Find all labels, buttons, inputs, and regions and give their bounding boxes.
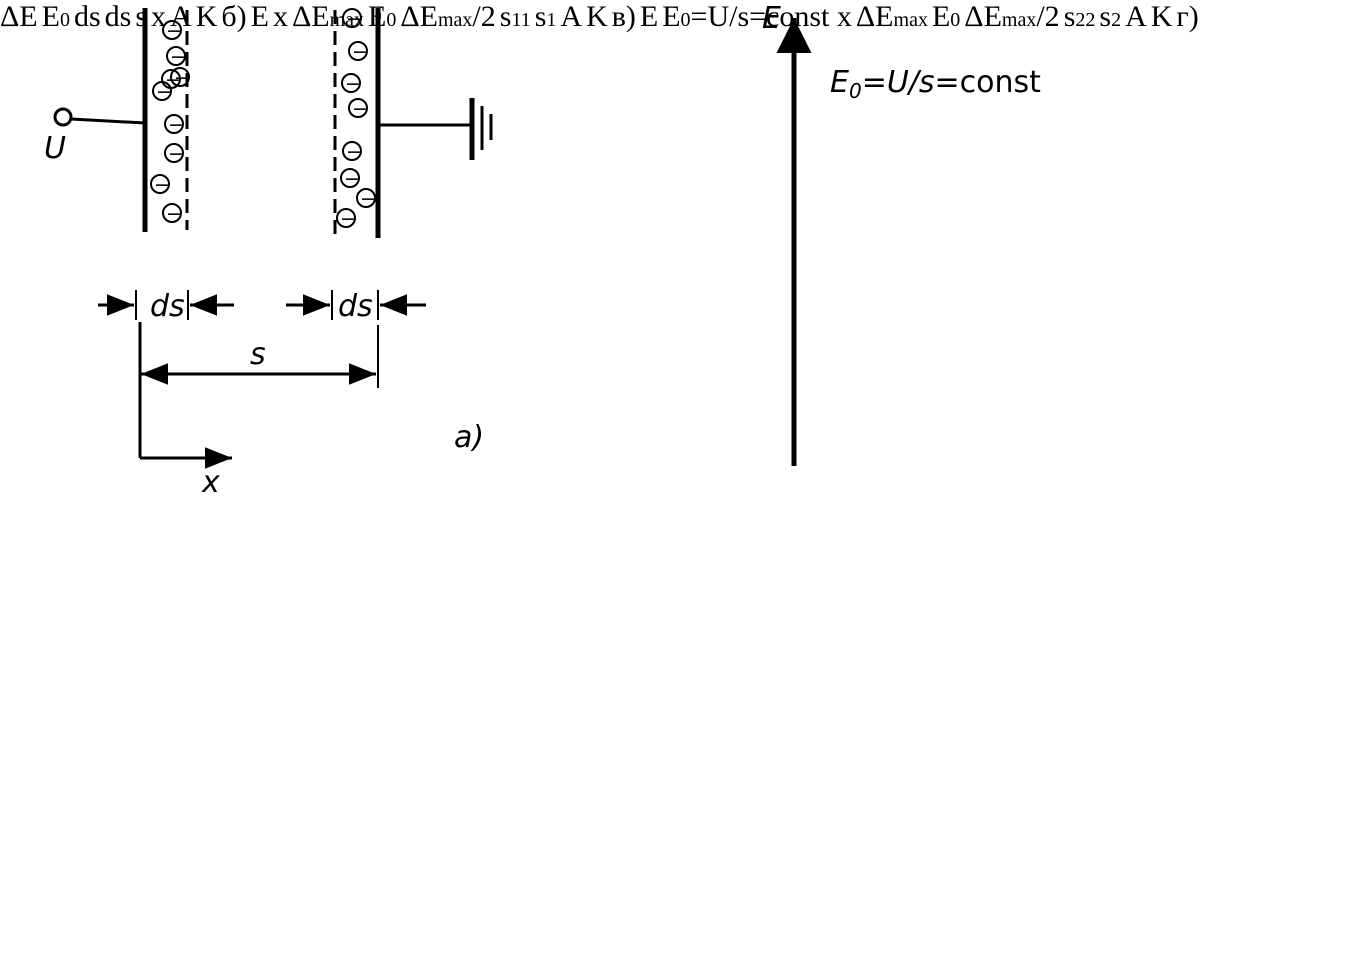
svg-text:−: − <box>156 81 172 103</box>
s-label: s <box>135 0 148 33</box>
s22-arrow: s22 s2 A K г) <box>1064 0 1199 33</box>
svg-text:−: − <box>340 208 356 230</box>
point-k-label: K <box>586 0 608 33</box>
svg-text:−: − <box>346 141 362 163</box>
s-label: s <box>250 337 266 372</box>
x-axis: x ΔEmax E0 ΔEmax/2 s11 s1 A K в) <box>273 0 640 33</box>
ds-label-right: ds <box>338 289 373 324</box>
negative-ions-right: − − − − − − − − <box>336 8 376 230</box>
svg-text:−: − <box>166 20 182 42</box>
point-a-label: A <box>560 0 583 33</box>
point-k-label: K <box>195 0 218 33</box>
e-axis: E E0=U/s=const x ΔEmax E0 ΔEmax/2 s22 s2… <box>640 0 1199 33</box>
voltage-label: U <box>44 131 66 166</box>
field-curve: ΔE E0 ds ds s x A K б) E x <box>0 0 1199 33</box>
field-line: ΔEmax E0 ΔEmax/2 s11 s1 A K в) <box>292 0 640 33</box>
panel-g: E E0=U/s=const x ΔEmax E0 ΔEmax/2 s22 s2… <box>640 0 1199 33</box>
svg-text:−: − <box>344 168 360 190</box>
ds-label-left: ds <box>150 289 185 324</box>
x-axis: x ΔEmax E0 ΔEmax/2 s22 s2 A K г) <box>837 0 1199 33</box>
svg-text:−: − <box>170 46 186 68</box>
panel-b-label: б) <box>221 0 247 33</box>
voltage-terminal <box>53 107 73 127</box>
e0-label: E0 <box>41 0 70 33</box>
svg-text:−: − <box>168 143 184 165</box>
hatched-region-upper: E E0=U/s=const x ΔEmax E0 ΔEmax/2 s22 s2… <box>640 0 1199 33</box>
s11-arrow: s11 s1 A K в) <box>500 0 640 33</box>
x-axis-label: x <box>201 465 220 500</box>
s2-arrow: s2 A K г) <box>1099 0 1198 33</box>
panel-a: U − − − − − − − − − − − − − − − − − <box>44 8 493 500</box>
svg-text:−: − <box>166 203 182 225</box>
negative-ions-left: − − − − − − − − − <box>150 20 190 225</box>
svg-text:−: − <box>168 114 184 136</box>
s11-label: s11 <box>499 0 531 33</box>
e0-label: E0 <box>931 0 961 33</box>
panel-v: E x ΔEmax E0 ΔEmax/2 s11 s1 A K в) <box>251 0 640 33</box>
ds-right-label: ds <box>104 0 132 33</box>
svg-text:−: − <box>174 67 190 89</box>
ground-icon <box>378 98 493 160</box>
x-axis-label: x <box>836 0 852 33</box>
panel-v-label: в) <box>611 0 636 33</box>
panel-b: E E0=U/s=const <box>762 1 1041 466</box>
panel-a-label: а) <box>454 420 484 455</box>
point-k-label: K <box>1150 0 1173 33</box>
s-dimension-arrow: s x A K б) E x ΔEmax E0 ΔEmax/2 <box>135 0 1199 33</box>
point-a-label: A <box>1125 0 1147 33</box>
e-axis-label: E <box>250 0 269 33</box>
x-axis-arrow: x A K б) E x ΔEmax E0 ΔEmax/2 s11 <box>151 0 1199 33</box>
svg-text:−: − <box>346 8 362 30</box>
hatched-region-lower: E x ΔEmax E0 ΔEmax/2 s11 s1 A K в) <box>251 0 640 33</box>
s1-label: s1 <box>534 0 557 33</box>
x-axis-label: x <box>272 0 288 33</box>
x-axis-label: x <box>151 0 167 33</box>
panel-g-label: г) <box>1176 0 1199 33</box>
hatched-region-upper: E x ΔEmax E0 ΔEmax/2 s11 s1 A K в) <box>251 0 640 33</box>
half-delta-label: ΔEmax/2 <box>400 0 496 33</box>
field-line: ΔEmax E0 ΔEmax/2 s22 s2 A K г) <box>856 0 1199 33</box>
delta-emax-label: ΔEmax <box>855 0 928 33</box>
hatched-region-lower: E E0=U/s=const x ΔEmax E0 ΔEmax/2 s22 s2… <box>640 0 1199 33</box>
half-delta-label: ΔEmax/2 <box>964 0 1060 33</box>
e-axis-label: E <box>762 1 781 36</box>
e-axis: E x ΔEmax E0 ΔEmax/2 s11 s1 A K в) <box>251 0 640 33</box>
point-a-label: A <box>170 0 192 33</box>
s22-label: s22 <box>1063 0 1096 33</box>
equation: E0=U/s=const <box>662 0 830 33</box>
svg-text:−: − <box>345 73 361 95</box>
ds-left-label: ds <box>73 0 101 33</box>
svg-text:−: − <box>360 188 376 210</box>
equation: E0=U/s=const <box>830 65 1041 103</box>
s1-arrow: s1 A K в) <box>535 0 640 33</box>
s2-label: s2 <box>1099 0 1122 33</box>
svg-text:−: − <box>154 174 170 196</box>
lead-wire-left <box>70 117 146 125</box>
delta-e-label: ΔE <box>0 0 38 33</box>
e-axis-label: E <box>639 0 659 33</box>
svg-text:−: − <box>352 98 368 120</box>
svg-text:−: − <box>352 41 368 63</box>
